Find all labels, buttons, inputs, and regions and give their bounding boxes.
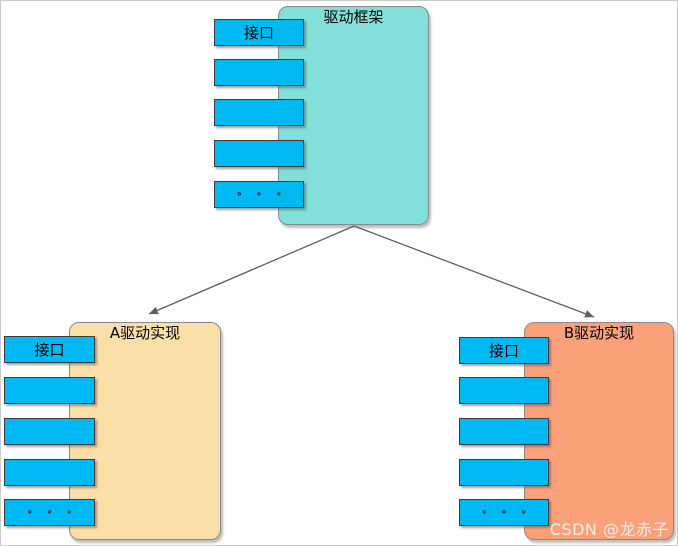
arrow-to-impl-b bbox=[353, 225, 595, 318]
impl-a-interface-label: 接口 bbox=[34, 341, 65, 359]
framework-interface-label: 接口 bbox=[243, 24, 274, 42]
impl-a-slot-bar bbox=[4, 459, 95, 486]
impl-b-interface-label: 接口 bbox=[488, 342, 519, 360]
impl-b-slot-bar bbox=[459, 377, 549, 404]
impl-b-slot-bar bbox=[459, 459, 549, 486]
impl-b-ellipsis-label: ∘ ∘ ∘ bbox=[481, 507, 532, 518]
impl-b-slot-bar bbox=[459, 418, 549, 445]
impl-a-title: A驱动实现 bbox=[109, 324, 181, 342]
impl-b-box: B驱动实现 bbox=[524, 322, 674, 540]
framework-interface-bar: 接口 bbox=[214, 19, 304, 46]
watermark: CSDN @龙赤子 bbox=[549, 520, 669, 539]
impl-b-title: B驱动实现 bbox=[563, 324, 635, 342]
impl-a-interface-bar: 接口 bbox=[4, 336, 95, 363]
impl-a-slot-bar bbox=[4, 377, 95, 404]
framework-title: 驱动框架 bbox=[323, 8, 384, 26]
impl-a-slot-bar bbox=[4, 418, 95, 445]
framework-more-bar: ∘ ∘ ∘ bbox=[214, 181, 304, 208]
framework-slot-bar bbox=[214, 99, 304, 126]
impl-a-more-bar: ∘ ∘ ∘ bbox=[4, 499, 95, 526]
framework-slot-bar bbox=[214, 140, 304, 167]
framework-ellipsis-label: ∘ ∘ ∘ bbox=[236, 189, 287, 200]
impl-b-interface-bar: 接口 bbox=[459, 337, 549, 364]
impl-b-more-bar: ∘ ∘ ∘ bbox=[459, 499, 549, 526]
impl-a-ellipsis-label: ∘ ∘ ∘ bbox=[26, 507, 78, 518]
framework-slot-bar bbox=[214, 59, 304, 86]
arrow-to-impl-a bbox=[148, 225, 355, 315]
